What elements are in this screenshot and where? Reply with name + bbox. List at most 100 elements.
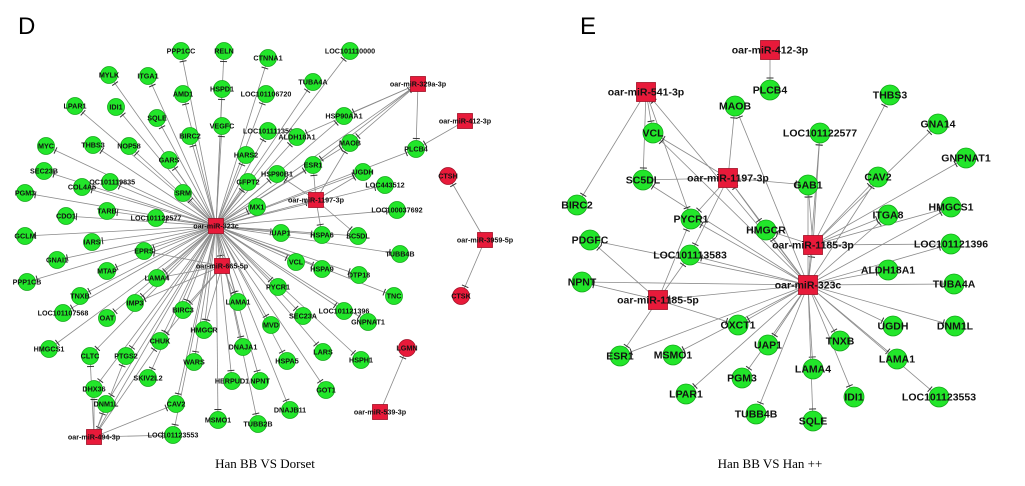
edge-m1185_5p-PDGFC <box>589 239 659 301</box>
node-cav2: CAV2 <box>167 395 185 413</box>
edge-tick-m1197-VCL <box>661 135 666 143</box>
edge-tick-hub-DNAJB11 <box>282 398 290 403</box>
edge-tick-hub-SEC23B <box>52 170 56 178</box>
edge-hub-DHX36 <box>93 225 217 390</box>
edge-m1197-LOC101113583 <box>689 177 729 256</box>
edge-tick-hub-TNC <box>382 288 386 296</box>
edge-tick-hub-OAT <box>112 308 118 315</box>
gene-node-shape <box>642 122 664 144</box>
gene-node-shape <box>341 134 359 152</box>
edge-tick-m1197-ESR1 <box>310 174 318 177</box>
node-label: DTP18 <box>348 271 370 280</box>
edge-tick-hub-SKIV2L2 <box>148 366 156 371</box>
edge-tick-m494-CAV2 <box>164 404 169 412</box>
node-label: MX1 <box>250 203 265 212</box>
node-label: LOC101110000 <box>325 47 375 56</box>
edge-m541-PYCR1 <box>645 91 692 220</box>
node-label: RELN <box>214 47 234 56</box>
gene-node-shape <box>257 85 275 103</box>
mirna-node-shape <box>208 218 224 234</box>
node-hsph1: HSPH1 <box>349 351 373 369</box>
node-gclm: GCLM <box>14 227 36 245</box>
node-label: LOC100037692 <box>371 206 422 215</box>
edge-tick-hub-MX1 <box>245 208 250 215</box>
node-label: LOC101122577 <box>131 214 182 223</box>
node-label: oar-miR-323c <box>775 280 842 292</box>
gene-node-shape <box>48 251 66 269</box>
edge-tick-m329-MAOB <box>355 133 361 140</box>
edge-hub-NOP58 <box>128 145 217 227</box>
node-loc101123553: LOC101123553 <box>148 426 198 444</box>
edge-tick-m1185_5p-ESR1 <box>623 343 630 349</box>
node-loc101121396: LOC101121396 <box>319 302 369 320</box>
gene-node-shape <box>354 163 372 181</box>
node-label: LOC101119835 <box>85 178 135 187</box>
node-label: CTNNA1 <box>253 54 282 63</box>
node-label: PGM3 <box>727 373 757 385</box>
gene-node-shape <box>317 381 335 399</box>
edge-m1185_3p-HMGCS1 <box>812 206 952 246</box>
gene-node-shape <box>147 209 165 227</box>
edge-tick-hub-VCL <box>284 254 289 262</box>
edge-hub-ITGA8 <box>807 214 889 286</box>
gene-node-shape <box>877 259 899 281</box>
nodes: oar-miR-323coar-miR-412-3poar-miR-541-3p… <box>561 40 991 432</box>
gene-node-shape <box>18 273 36 291</box>
edge-tick-m1185_5p-NPNT <box>592 281 595 289</box>
edge-hub-BIRC2 <box>189 135 217 227</box>
node-label: TNXB <box>70 292 90 301</box>
node-label: GNPNAT1 <box>351 318 385 327</box>
edge-tick-hub-PGM3 <box>34 191 37 199</box>
node-label: LPAR1 <box>669 389 703 401</box>
node-cltc: CLTC <box>81 347 99 365</box>
node-aldh18a1: ALDH18A1 <box>278 128 316 146</box>
node-itga8: ITGA8 <box>873 204 904 226</box>
edge-tick-m665-LAMA4 <box>166 272 169 280</box>
edge-tick-m494-PTGS2 <box>118 364 126 368</box>
node-plcb4: PLCB4 <box>404 140 428 158</box>
edge-tick-hub-TARB <box>116 208 119 216</box>
edge-hub-GNAI1 <box>56 225 217 261</box>
edge-tick-hub-LOC101110000 <box>340 56 347 62</box>
edge-hub-MAOB <box>734 105 809 286</box>
edge-m494-CHUK <box>93 340 161 438</box>
gene-node-shape <box>215 42 233 60</box>
edge-tick-hub-CLTC <box>94 345 101 352</box>
node-label: WARS <box>183 358 205 367</box>
gene-node-shape <box>294 307 312 325</box>
node-m665: oar-miR-665-5p <box>196 258 249 274</box>
edge-tick-m1185_3p-GAB1 <box>805 196 813 198</box>
edge-tick-m1197-HSPA6 <box>316 223 324 226</box>
gene-node-shape <box>928 386 950 408</box>
mirna-node-shape <box>798 275 818 295</box>
edge-tick-hub-LOC101123553 <box>927 386 933 393</box>
gene-node-shape <box>278 352 296 370</box>
node-label: VCL <box>289 258 304 267</box>
gene-node-shape <box>609 345 631 367</box>
edge-tick-m1197-HSP90B1 <box>283 176 289 184</box>
node-m3959: oar-miR-3959-5p <box>457 232 514 248</box>
gene-node-shape <box>940 196 962 218</box>
edge-hub-CDO1 <box>65 215 217 227</box>
node-label: LOC443512 <box>365 181 404 190</box>
edge-tick-m1197-HMGCR <box>755 217 763 223</box>
edge-tick-hub-UAP1 <box>771 332 778 338</box>
node-tnc: TNC <box>385 287 403 305</box>
gene-node-shape <box>71 287 89 305</box>
node-label: PGM3 <box>15 189 35 198</box>
gene-node-shape <box>84 136 102 154</box>
edge-tick-hub-ESR1 <box>629 348 633 356</box>
edge-m665-CHUK <box>159 265 223 342</box>
edge-tick-m329-ESR1 <box>318 155 324 162</box>
gene-node-shape <box>259 49 277 67</box>
node-dhx36: DHX36 <box>82 380 106 398</box>
edge-hub-DNAJB11 <box>215 225 291 411</box>
node-lpar1: LPAR1 <box>63 97 87 115</box>
edge-hub-UGDH <box>215 171 364 227</box>
node-label: SRM <box>175 189 191 198</box>
edge-m1197-MAOB <box>727 105 736 179</box>
node-label: TUBB4B <box>385 250 414 259</box>
gene-node-shape <box>35 162 53 180</box>
edge-hub-TUBA4A <box>215 81 314 227</box>
edge-tick-hub-HSPA9 <box>310 261 315 269</box>
